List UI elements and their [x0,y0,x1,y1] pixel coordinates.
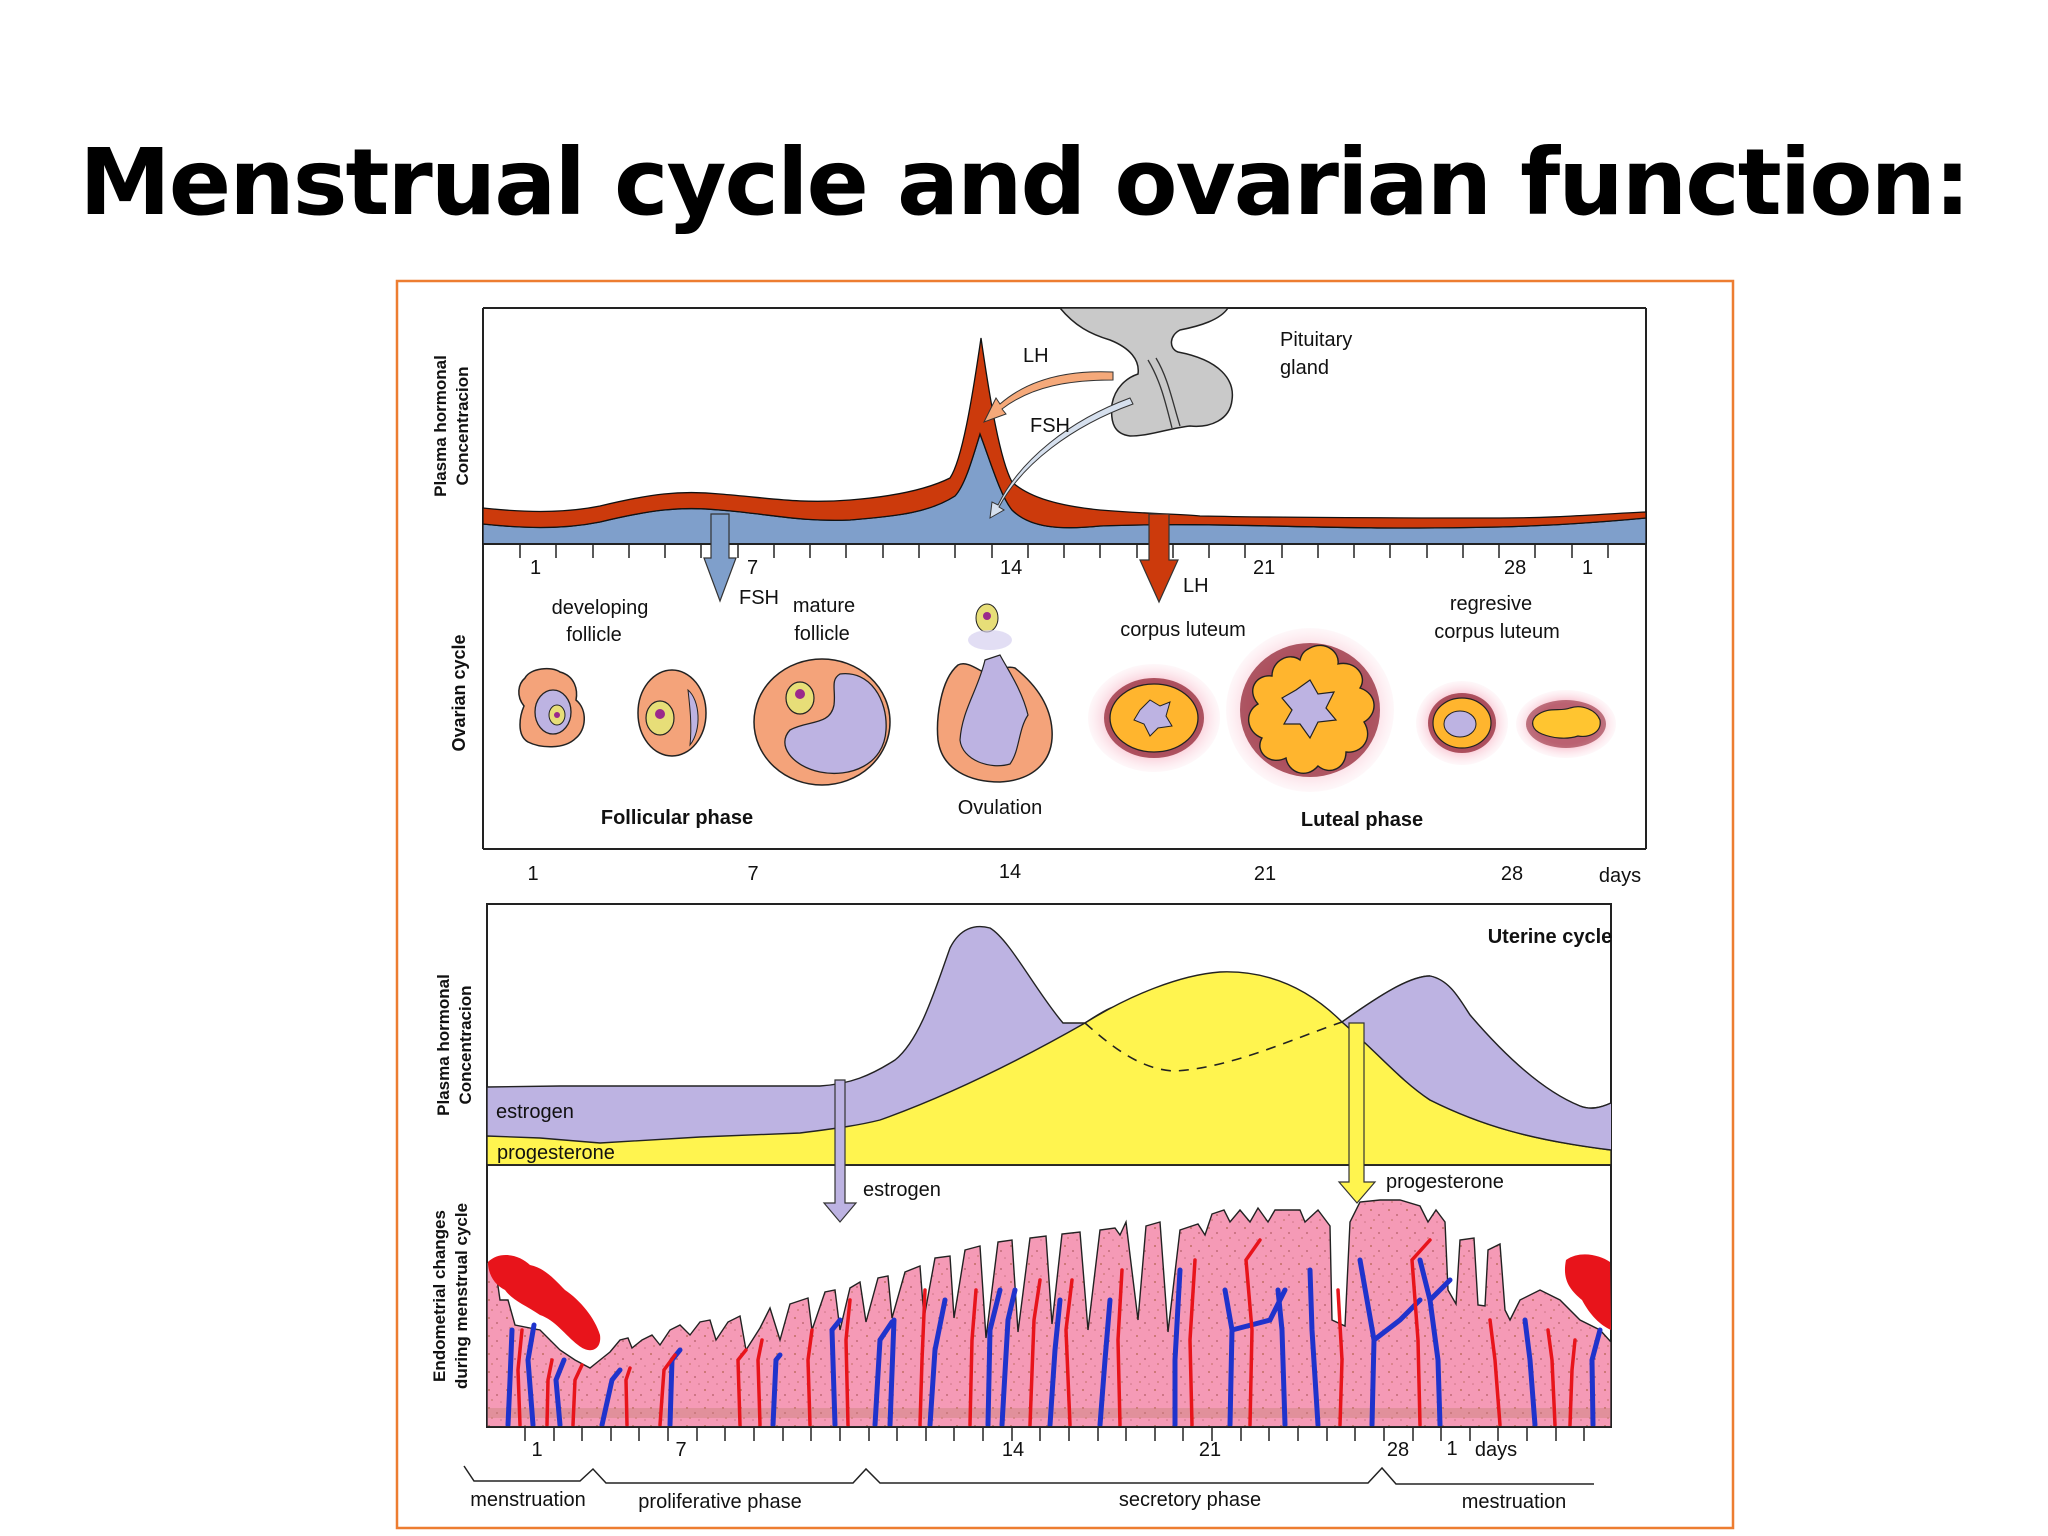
phase-proliferative: proliferative phase [638,1491,801,1513]
mature-follicle-illustration [753,658,891,786]
luteal-phase-label: Luteal phase [1301,809,1423,831]
developing-follicle-label-1: developing [552,597,649,619]
uterine-y-axis-label-line2: Concentracion [456,985,475,1104]
progesterone-label: progesterone [497,1142,615,1164]
developing-follicle-label-2: follicle [566,624,622,646]
corpus-luteum-illustration [1088,664,1220,772]
phase-brackets [463,1465,1594,1485]
phase-menstruation: menstruation [470,1489,586,1511]
fsh-arrow [989,397,1134,519]
fsh-arrow-label: FSH [739,587,779,609]
pituitary-day-28: 28 [1504,557,1526,579]
blood-vessels [505,1238,1603,1428]
pituitary-day-ticks [519,544,1609,558]
pituitary-day-1: 1 [530,557,541,579]
ovulation-label: Ovulation [958,797,1043,819]
estrogen-arrow-label: estrogen [863,1179,941,1201]
pituitary-day-14: 14 [1000,557,1022,579]
ovulation-illustration [936,603,1053,783]
lh-arrow-label: LH [1183,575,1209,597]
pituitary-label-line2: gland [1280,357,1329,379]
pituitary-day-21: 21 [1253,557,1275,579]
estrogen-label: estrogen [496,1101,574,1123]
fsh-down-arrow [703,513,737,603]
mature-corpus-luteum-illustration [1226,628,1394,792]
corpus-albicans-illustration [1516,690,1616,758]
menstrual-blood-right [1564,1254,1611,1330]
endometrium-day-7: 7 [675,1439,686,1461]
uterine-hormone-panel: estrogen progesterone Uterine cycle Plas… [434,903,1613,1428]
endometrium-days-unit: days [1475,1439,1517,1461]
lh-down-arrow [1139,513,1179,604]
lh-curve [482,337,1647,529]
phase-secretory: secretory phase [1119,1489,1261,1511]
ovarian-day-14: 14 [999,861,1021,883]
endometrium-day-28: 28 [1387,1439,1409,1461]
endometrium-y-axis-label-line1: Endometrial changes [430,1210,449,1382]
slide-title: Menstrual cycle and ovarian function: [79,129,1971,236]
endometrium-panel: 1 7 14 21 28 1 days menstruation prolife… [430,1199,1612,1513]
phase-mestruation-next: mestruation [1462,1491,1567,1513]
endometrium-y-axis-label-line2: during menstrual cycle [452,1203,471,1389]
mature-follicle-label-1: mature [793,595,855,617]
uterine-cycle-title: Uterine cycle [1488,926,1613,948]
uterine-y-axis-label-line1: Plasma hormonal [434,974,453,1116]
pituitary-gland-illustration [1058,307,1234,437]
regressive-corpus-luteum-label-2: corpus luteum [1434,621,1560,643]
corpus-luteum-label: corpus luteum [1120,619,1246,641]
endometrium-day-21: 21 [1199,1439,1221,1461]
estrogen-down-arrow [822,1079,858,1223]
endometrium-day-14: 14 [1002,1439,1024,1461]
pituitary-y-axis-label-line2: Concentracion [453,366,472,485]
pituitary-panel: LH FSH Pituitary gland 1 7 14 21 28 [431,307,1647,849]
endometrium-day-1-next: 1 [1446,1438,1457,1460]
progesterone-arrow-label: progesterone [1386,1171,1504,1193]
ovarian-day-28: 28 [1501,863,1523,885]
ovarian-day-21: 21 [1254,863,1276,885]
ovarian-panel: Ovarian cycle developing follicle mature… [449,544,1647,887]
fsh-label: FSH [1030,415,1070,437]
menstrual-blood-left [488,1254,601,1351]
ovarian-days-unit: days [1599,865,1641,887]
mature-follicle-label-2: follicle [794,623,850,645]
regressive-corpus-luteum-label-1: regresive [1450,593,1532,615]
pituitary-day-1-next: 1 [1582,557,1593,579]
ovarian-day-7: 7 [747,863,758,885]
regressing-corpus-luteum-illustration [1416,681,1508,765]
lh-arrow [982,371,1114,423]
ovarian-y-axis-label: Ovarian cycle [449,634,469,751]
pituitary-day-7: 7 [747,557,758,579]
pituitary-label-line1: Pituitary [1280,329,1352,351]
endometrium-illustration [486,1199,1612,1428]
follicular-phase-label: Follicular phase [601,807,753,829]
pituitary-y-axis-label-line1: Plasma hormonal [431,355,450,497]
lh-label: LH [1023,345,1049,367]
secondary-follicle-illustration [637,669,707,757]
endometrium-day-1: 1 [531,1439,542,1461]
ovarian-day-1: 1 [527,863,538,885]
estrogen-dashed-line [1084,1021,1343,1072]
primary-follicle-illustration [518,667,585,748]
endometrium-day-ticks [524,1427,1585,1441]
progesterone-down-arrow [1337,1022,1377,1204]
